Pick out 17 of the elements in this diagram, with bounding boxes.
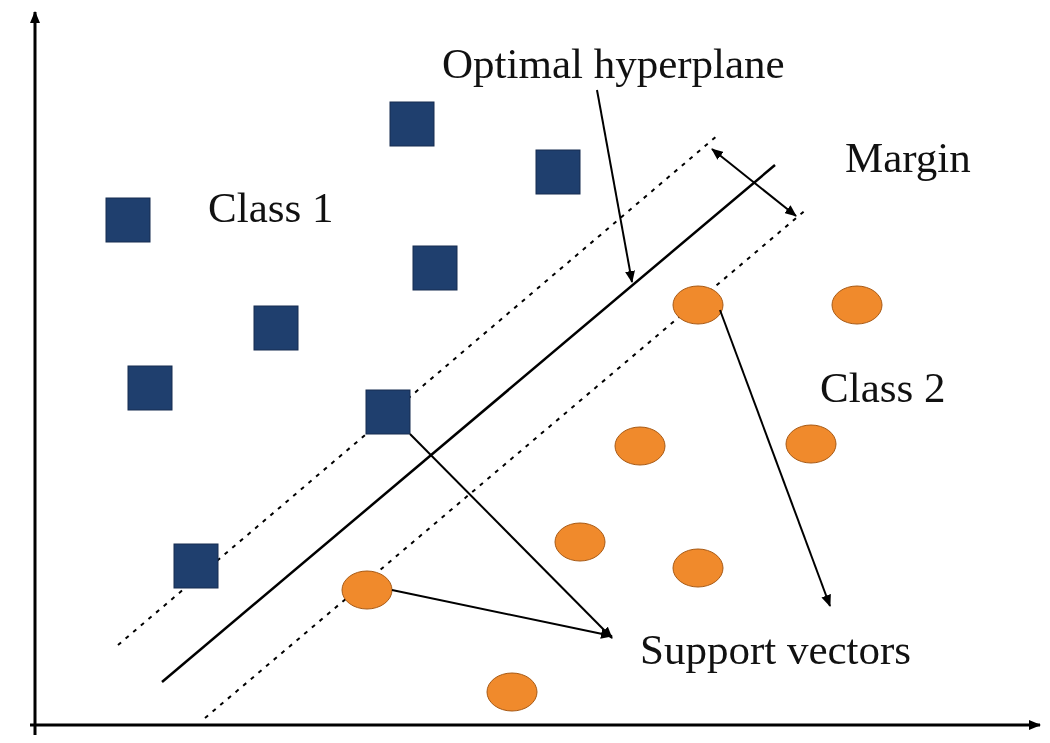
margin-label: Margin <box>845 136 971 179</box>
circle-point <box>785 424 837 464</box>
hyperplane-label: Optimal hyperplane <box>442 42 785 85</box>
class-label: Class 1 <box>208 186 334 229</box>
leader-line <box>409 433 613 639</box>
support-vectors-label: Support vectors <box>640 628 912 671</box>
hyperplane-line <box>161 164 776 683</box>
square-point <box>127 365 173 411</box>
circle-point <box>486 672 538 712</box>
leader-line <box>391 589 613 639</box>
square-point <box>535 149 581 195</box>
leader-line <box>719 309 831 607</box>
square-point <box>389 101 435 147</box>
square-point <box>105 197 151 243</box>
leader-line <box>596 89 635 283</box>
circle-point <box>831 285 883 325</box>
class-label: Class 2 <box>820 366 946 409</box>
